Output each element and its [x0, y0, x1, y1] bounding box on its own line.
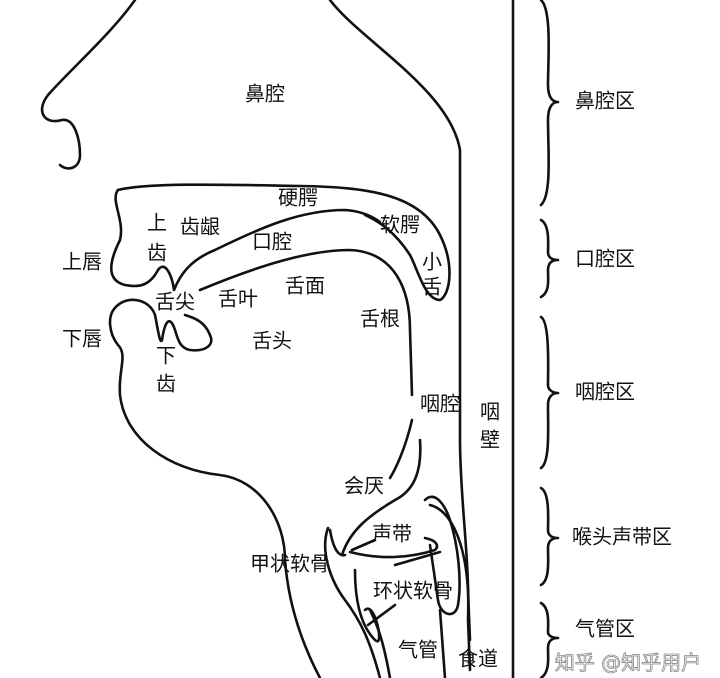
label-tongue-surface: 舌面 [285, 274, 325, 298]
label-alveolar-ridge: 齿龈 [180, 215, 220, 239]
label-cricoid-cartilage: 环状软骨 [373, 579, 453, 603]
vocal-cord-line [348, 536, 439, 559]
label-tongue-body: 舌头 [252, 329, 292, 353]
cricoid-line [423, 495, 461, 616]
label-pharyngeal-wall-1: 咽 [480, 400, 500, 424]
brace-trachea [539, 601, 560, 678]
label-upper-teeth-1: 上 [147, 211, 167, 235]
region-trachea: 气管区 [575, 617, 635, 641]
label-soft-palate: 软腭 [380, 213, 420, 237]
trachea-line [368, 608, 447, 678]
label-oral-cavity: 口腔 [252, 230, 292, 254]
brace-pharynx [539, 315, 560, 470]
label-epiglottis: 会厌 [344, 474, 384, 498]
label-tongue-root: 舌根 [360, 307, 400, 331]
epiglottis-line [340, 418, 422, 557]
brace-nasal [539, 0, 560, 207]
brace-oral [539, 218, 560, 299]
label-tongue-tip: 舌尖 [155, 290, 195, 314]
label-upper-lip: 上唇 [62, 250, 102, 274]
label-lower-lip: 下唇 [62, 327, 102, 351]
label-vocal-cords: 声带 [372, 522, 412, 546]
upper-lip-line [109, 188, 382, 292]
cricoid-arrow-2 [366, 603, 397, 627]
thyroid-line [323, 526, 382, 678]
label-esophagus: 食道 [458, 647, 498, 671]
cricoid-arrow [393, 550, 442, 567]
label-pharynx: 咽腔 [420, 392, 460, 416]
region-pharynx: 咽腔区 [575, 380, 635, 404]
label-hard-palate: 硬腭 [278, 186, 318, 210]
label-uvula-2: 舌 [422, 275, 442, 299]
esophagus-line [428, 503, 472, 642]
vocal-cord-arrow [350, 538, 377, 552]
lower-lip-line [108, 303, 322, 678]
lower-teeth-line [116, 298, 213, 352]
region-oral: 口腔区 [575, 247, 635, 271]
label-pharyngeal-wall-2: 壁 [480, 428, 500, 452]
region-nasal: 鼻腔区 [575, 89, 635, 113]
label-thyroid-cartilage: 甲状软骨 [250, 552, 330, 576]
pharyngeal-wall-line [328, 0, 472, 672]
nasal-outline [40, 0, 137, 170]
label-nasal-cavity: 鼻腔 [245, 82, 285, 106]
label-lower-teeth-1: 下 [156, 344, 176, 368]
palate-upper-line [116, 183, 451, 302]
label-upper-teeth-2: 齿 [147, 241, 167, 265]
watermark: 知乎 @知乎用户 [555, 651, 701, 675]
brace-larynx [539, 486, 560, 587]
label-tongue-blade: 舌叶 [218, 287, 258, 311]
region-larynx: 喉头声带区 [572, 525, 672, 549]
label-lower-teeth-2: 齿 [156, 372, 176, 396]
tongue-line [198, 248, 414, 397]
label-trachea: 气管 [398, 638, 438, 662]
label-uvula-1: 小 [422, 250, 442, 274]
